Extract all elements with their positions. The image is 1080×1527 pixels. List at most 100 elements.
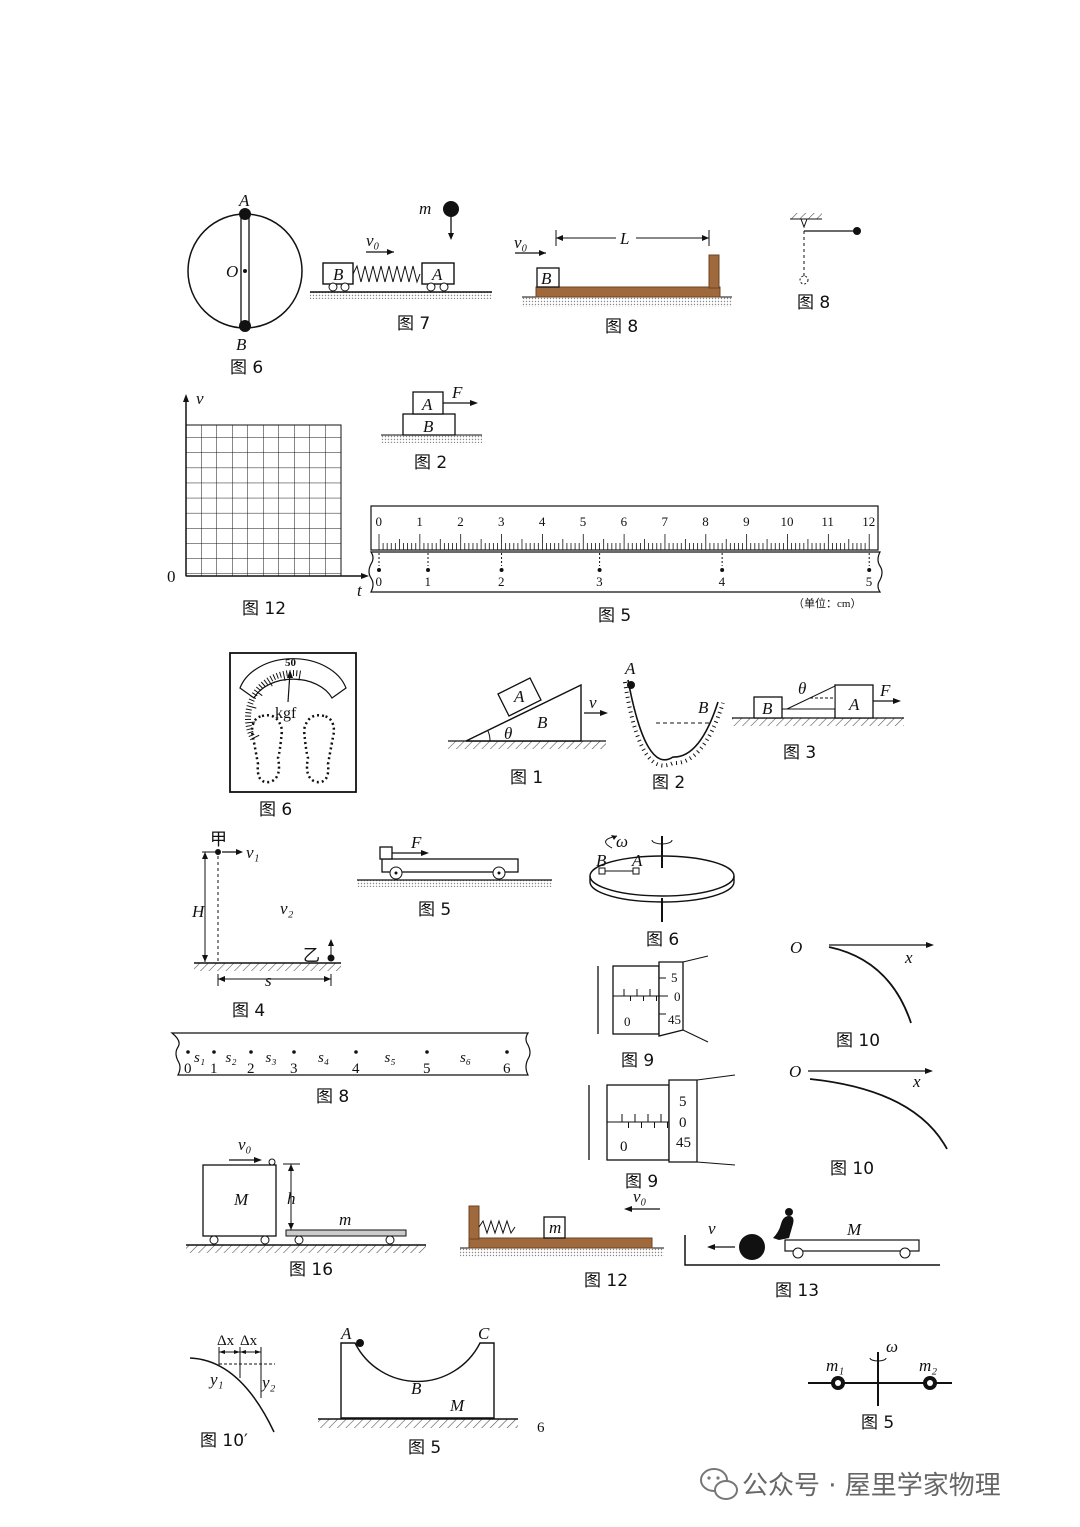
svg-text:m: m: [419, 199, 431, 218]
tape-point: [377, 568, 381, 572]
svg-text:m: m: [339, 1210, 351, 1229]
svg-text:v₀: v₀: [366, 231, 380, 250]
tape-mark-label: 4: [719, 574, 726, 589]
tape-point: [426, 568, 431, 572]
svg-text:t: t: [357, 581, 363, 600]
ruler-tick-label: 12: [862, 514, 875, 529]
caption: 图 10: [830, 1159, 874, 1179]
svg-text:0: 0: [679, 1115, 687, 1131]
caption: 图 10: [836, 1031, 880, 1051]
figure-6-bathroom-scale: 50 kgf 图 6: [229, 652, 357, 820]
svg-text:O: O: [789, 1062, 801, 1081]
svg-text:A: A: [848, 695, 860, 714]
svg-text:ω: ω: [616, 832, 628, 851]
ball-a: [239, 208, 251, 220]
svg-text:A: A: [340, 1324, 352, 1343]
watermark-text: 公众号 · 屋里学家物理: [742, 1471, 1001, 1501]
svg-text:A: A: [421, 395, 433, 414]
svg-text:θ: θ: [504, 724, 512, 743]
ruler-tick-label: 7: [661, 514, 668, 529]
svg-text:ω: ω: [886, 1337, 898, 1356]
ruler-tick-label: 4: [539, 514, 546, 529]
svg-text:M: M: [846, 1220, 862, 1239]
watermark: 公众号 · 屋里学家物理: [700, 1468, 1001, 1501]
svg-text:kgf: kgf: [275, 705, 297, 722]
figure-5-cart-force: F 图 5: [357, 833, 552, 920]
tape-dot: [249, 1050, 253, 1054]
svg-text:M: M: [233, 1190, 249, 1209]
svg-text:0: 0: [167, 567, 176, 586]
caption: 图 1: [510, 768, 543, 788]
ruler-tick-label: 8: [702, 514, 709, 529]
svg-text:A: A: [624, 659, 636, 678]
svg-text:B: B: [333, 265, 344, 284]
figure-3-linked-blocks: B A θ F 图 3: [732, 679, 904, 763]
wechat-icon: [700, 1468, 738, 1500]
tape-point-label: 5: [423, 1061, 431, 1077]
tape-dot: [425, 1050, 429, 1054]
figure-1-incline-wedge: A B θ v 图 1: [448, 677, 608, 788]
ruler-tick-label: 0: [376, 514, 383, 529]
tape-dot: [354, 1050, 358, 1054]
svg-text:Δx: Δx: [240, 1333, 258, 1349]
segment-label: s₂: [226, 1050, 237, 1066]
figure-16-block-plank: M v₀ h m 图 16: [186, 1135, 426, 1280]
caption: 图 9: [625, 1172, 658, 1192]
label-a: A: [238, 191, 250, 210]
figure-9-micrometer-bottom: 0 5 0 45 图 9: [588, 1074, 736, 1192]
caption: 图 2: [652, 773, 685, 793]
svg-text:v: v: [708, 1219, 716, 1238]
caption: 图 9: [621, 1051, 654, 1071]
svg-text:50: 50: [285, 657, 297, 669]
svg-text:A: A: [513, 687, 525, 706]
ruler-tick-label: 10: [781, 514, 794, 529]
svg-text:θ: θ: [798, 679, 806, 698]
svg-text:A: A: [631, 851, 643, 870]
ball: [739, 1234, 765, 1260]
svg-text:y₂: y₂: [260, 1373, 276, 1392]
caption: 图 10′: [200, 1431, 248, 1451]
figure-6-turntable: ω B A 图 6: [589, 832, 735, 950]
svg-text:B: B: [411, 1379, 422, 1398]
caption: 图 5: [598, 606, 631, 626]
svg-text:B: B: [596, 851, 607, 870]
svg-text:F: F: [451, 383, 463, 402]
tape-dot: [505, 1050, 509, 1054]
svg-text:y₁: y₁: [208, 1370, 223, 1389]
svg-text:v: v: [196, 389, 204, 408]
caption: 图 5: [408, 1438, 441, 1458]
figure-8-board-block: B v₀ L 图 8: [514, 229, 732, 337]
caption: 图 12: [584, 1271, 628, 1291]
figure-5-rotating-rod: ω m₁ m₂ 图 5: [808, 1337, 952, 1433]
tape-dot: [212, 1050, 216, 1054]
svg-text:v₁: v₁: [246, 843, 259, 862]
svg-text:M: M: [449, 1396, 465, 1415]
svg-text:5: 5: [671, 970, 678, 985]
svg-text:O: O: [790, 938, 802, 957]
figure-10-curve-bottom: O x 图 10: [789, 1062, 948, 1179]
svg-text:h: h: [287, 1189, 296, 1208]
svg-text:v₂: v₂: [280, 899, 294, 918]
figure-5-halfpipe: A C B M 6 图 5: [318, 1324, 545, 1458]
caption: 图 5: [418, 900, 451, 920]
ruler-tick-label: 3: [498, 514, 505, 529]
segment-label: s₅: [385, 1050, 396, 1066]
ball-b: [239, 320, 251, 332]
svg-text:F: F: [410, 833, 422, 852]
svg-text:45: 45: [676, 1135, 691, 1151]
tape-point-label: 0: [184, 1061, 192, 1077]
figure-8-pendulum: 图 8: [790, 213, 861, 313]
caption: 图 4: [232, 1001, 265, 1021]
figure-2-bowl: A B 图 2: [623, 659, 725, 793]
tape-point: [499, 568, 504, 572]
caption: 图 2: [414, 453, 447, 473]
svg-text:m₂: m₂: [919, 1356, 937, 1375]
segment-label: s₄: [318, 1050, 329, 1066]
tape-mark-label: 1: [425, 574, 432, 589]
ruler-tick-label: 2: [457, 514, 464, 529]
svg-text:m: m: [549, 1218, 561, 1237]
figure-2-stacked-blocks: A B F 图 2: [381, 383, 482, 473]
caption: 图 8: [797, 293, 830, 313]
figure-4-projectiles: 甲 v₁ H v₂ 乙 s 图 4: [191, 830, 341, 1021]
tape-dot: [292, 1050, 296, 1054]
